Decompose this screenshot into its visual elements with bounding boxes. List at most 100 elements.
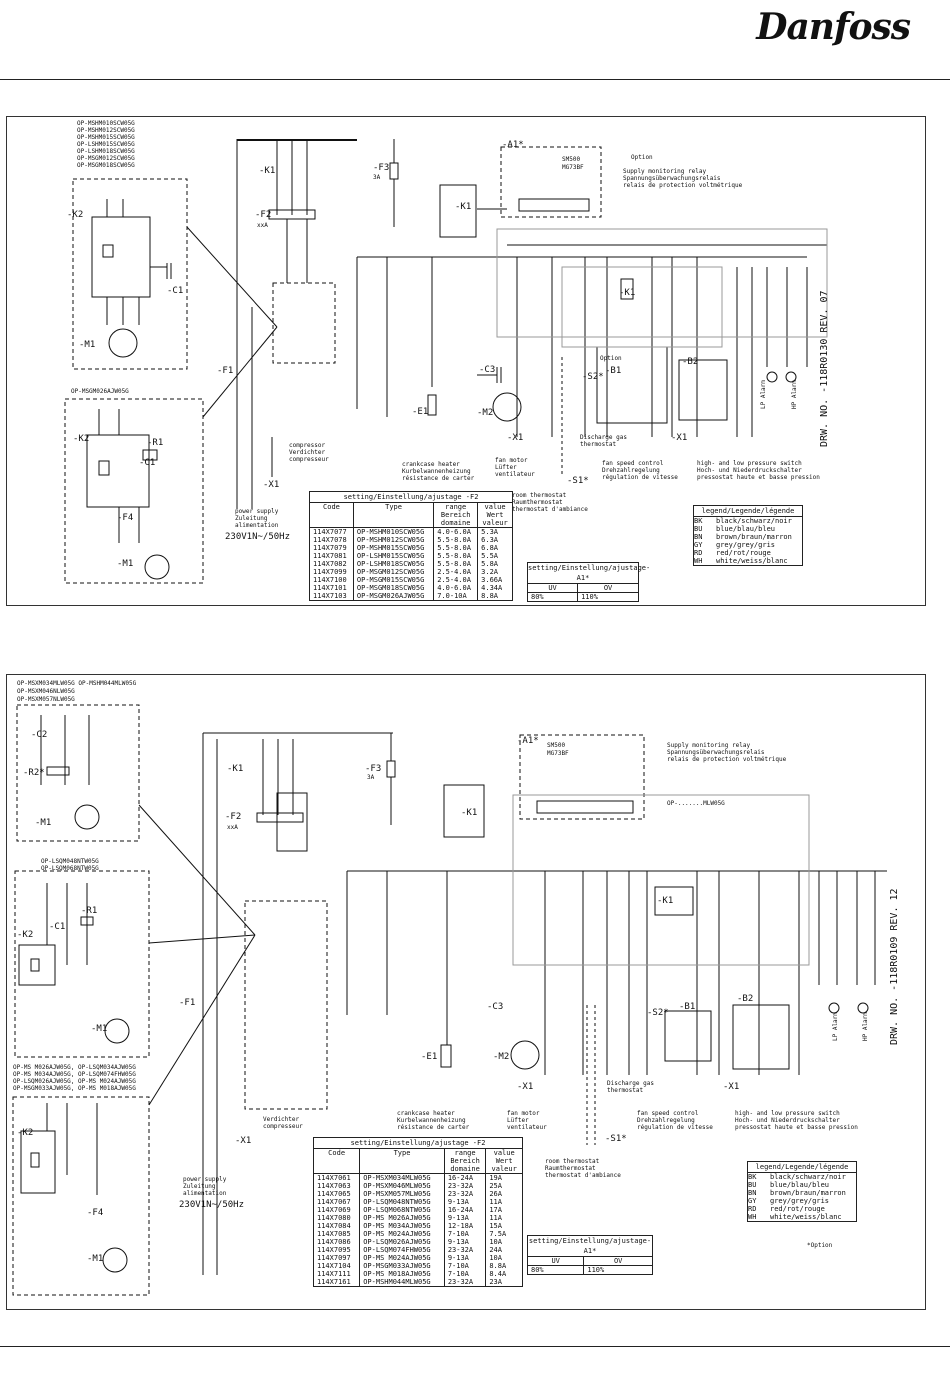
detail-box-k2 (72, 178, 188, 370)
d2-k1c-label: -K1 (657, 896, 673, 906)
d1-model-7: OP-MSGM018SCW05G (77, 162, 135, 169)
d2-a1-uv-header: UV (528, 1257, 584, 1266)
settings-cell: 23-32A (443, 1182, 486, 1190)
d1-model-2: OP-MSHM012SCW05G (77, 127, 135, 134)
settings-cell: 4.0-6.0A (433, 584, 478, 592)
d2-voltage-label: 230V1N~/50Hz (179, 1200, 244, 1210)
settings-cell: OP-LSQM074FHW05G (359, 1246, 445, 1254)
settings-cell: 114X7078 (313, 536, 347, 544)
d1-c3-label: -C3 (479, 365, 495, 375)
settings-cell: OP-MSHM012SCW05G (352, 536, 434, 544)
settings-cell: 5.5A (477, 552, 512, 560)
d2-col-type: Type (359, 1149, 445, 1174)
d1-voltage-label: 230V1N~/50Hz (225, 532, 290, 542)
settings-cell: 24A (485, 1246, 522, 1254)
d2-detail-box-1 (16, 704, 140, 842)
settings-cell: 114X7065 (317, 1190, 351, 1198)
settings-cell: OP-LSHM018SCW05G (352, 560, 434, 568)
d2-a1-caption: setting/Einstellung/ajustage-A1* (528, 1237, 652, 1257)
d1-b2-label: -B2 (682, 357, 698, 367)
settings-cell: 10A (485, 1254, 522, 1262)
d1-drawing-number: DRW. NO. -118R0130 REV. 07 (819, 290, 830, 447)
d2-option-note: *Option (807, 1242, 833, 1249)
d1-k2-label: -K2 (67, 210, 83, 220)
settings-cell: 114X7097 (317, 1254, 351, 1262)
d1-c1-label: -C1 (167, 286, 183, 296)
d2-f3-sub: 3A (367, 774, 375, 781)
d1-a1-caption: setting/Einstellung/ajustage-A1* (528, 564, 651, 584)
settings-cell: 114X7084 (317, 1222, 351, 1230)
d2-settings-table: setting/Einstellung/ajustage -F2 Code Ty… (313, 1137, 523, 1287)
d1-col-code: Code (310, 503, 354, 528)
d1-option2-label: Option (600, 355, 622, 362)
settings-cell: 114X7099 (313, 568, 347, 576)
d2-f4-label: -F4 (87, 1208, 103, 1218)
d2-b2-label: -B2 (737, 994, 753, 1004)
settings-cell: 6.8A (477, 544, 512, 552)
legend-code: RD (748, 1205, 757, 1213)
d1-b1-label: -B1 (605, 366, 621, 376)
settings-cell: 7-10A (443, 1230, 486, 1238)
d2-col-code: Code (314, 1149, 360, 1174)
d1-k1c-label: -K1 (619, 288, 635, 298)
legend-meaning: brown/braun/marron (716, 533, 792, 541)
d1-s1-label: -S1* (567, 476, 589, 486)
settings-cell: OP-MSGM033AJW05G (359, 1262, 445, 1270)
settings-cell: 5.3A (477, 527, 512, 536)
settings-cell: 114X7095 (317, 1246, 351, 1254)
settings-cell: 114X7067 (317, 1198, 351, 1206)
d2-detail-box-2 (14, 870, 150, 1058)
settings-cell: OP-MS M024AJW05G (359, 1230, 445, 1238)
legend-meaning: blue/blau/bleu (770, 1181, 830, 1189)
d2-b1-label: -B1 (679, 1002, 695, 1012)
d1-f2-label: -F2 (255, 210, 271, 220)
settings-cell: 23-32A (443, 1246, 486, 1254)
settings-cell: 4.34A (477, 584, 512, 592)
d2-f1-label: -F1 (179, 998, 195, 1008)
settings-cell: 23-32A (443, 1278, 486, 1286)
settings-cell: 2.5-4.0A (433, 568, 478, 576)
d1-f4-label: -F4 (117, 513, 133, 523)
legend-code: GY (694, 541, 703, 549)
d1-lp-label: LP Alarm (760, 380, 767, 409)
settings-cell: 5.5-8.0A (433, 560, 478, 568)
d1-f3-label: -F3 (373, 163, 389, 173)
settings-cell: 9-13A (443, 1214, 486, 1222)
settings-cell: OP-MSGM018SCW05G (352, 584, 434, 592)
settings-cell: 15A (485, 1222, 522, 1230)
d1-f1-label: -F1 (217, 366, 233, 376)
legend-code: BK (694, 517, 703, 525)
settings-cell: OP-MS M024AJW05G (359, 1254, 445, 1262)
d2-legend-title: legend/Legende/légende (748, 1162, 856, 1173)
settings-cell: OP-MSHM044MLW05G (359, 1278, 445, 1286)
legend-code: RD (694, 549, 703, 557)
d1-k1-label: -K1 (259, 166, 275, 176)
settings-cell: 9-13A (443, 1198, 486, 1206)
settings-cell: 8.8A (477, 592, 512, 600)
d1-sm-label: SM500 (562, 156, 580, 163)
settings-cell: 114X7069 (317, 1206, 351, 1214)
legend-meaning: brown/braun/marron (770, 1189, 846, 1197)
settings-cell: OP-MSGM026AJW05G (352, 592, 434, 600)
d2-sm-model: MG73BF (547, 750, 569, 757)
legend-code: BU (748, 1181, 757, 1189)
d2-m1-label: -M1 (35, 818, 51, 828)
d2-detail-box-3 (12, 1096, 150, 1296)
settings-cell: OP-MSHM015SCW05G (352, 544, 434, 552)
